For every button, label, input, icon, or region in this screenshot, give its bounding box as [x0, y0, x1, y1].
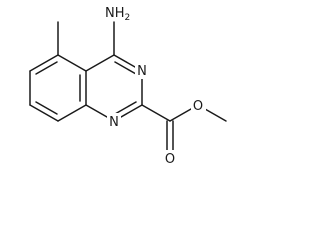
- amine-label: NH2: [105, 6, 130, 23]
- mask-ester-o: [191, 97, 206, 114]
- pyrimidine-ring: [85, 54, 143, 122]
- bond-c8a-c8: [57, 104, 87, 122]
- bond-c4a-c4: [85, 54, 115, 72]
- bond-c2-n1-inner: [114, 101, 137, 115]
- bond-c4-n3-inner: [114, 61, 137, 75]
- mask-n3: [135, 62, 149, 79]
- benzene-ring: [29, 54, 87, 122]
- ring-nitrogen-3: N: [137, 64, 147, 79]
- bond-c6-c5: [29, 54, 59, 72]
- bond-c8-c7: [29, 104, 59, 122]
- bond-c5-c4a: [57, 54, 87, 72]
- ester-oxygen: O: [193, 99, 203, 114]
- carbonyl-oxygen: O: [165, 152, 175, 167]
- chemical-structure: NH2 N N O O: [29, 2, 227, 167]
- bond-c2-carbonyl: [141, 104, 171, 122]
- ring-nitrogen-1: N: [109, 115, 119, 130]
- bond-c6-c5-inner: [35, 61, 58, 75]
- ester-group: [141, 104, 227, 155]
- bond-c8-c7-inner: [35, 101, 58, 115]
- mask-n1: [107, 113, 121, 130]
- mask-amine: [103, 2, 133, 21]
- mask-carbonyl-o: [162, 150, 178, 167]
